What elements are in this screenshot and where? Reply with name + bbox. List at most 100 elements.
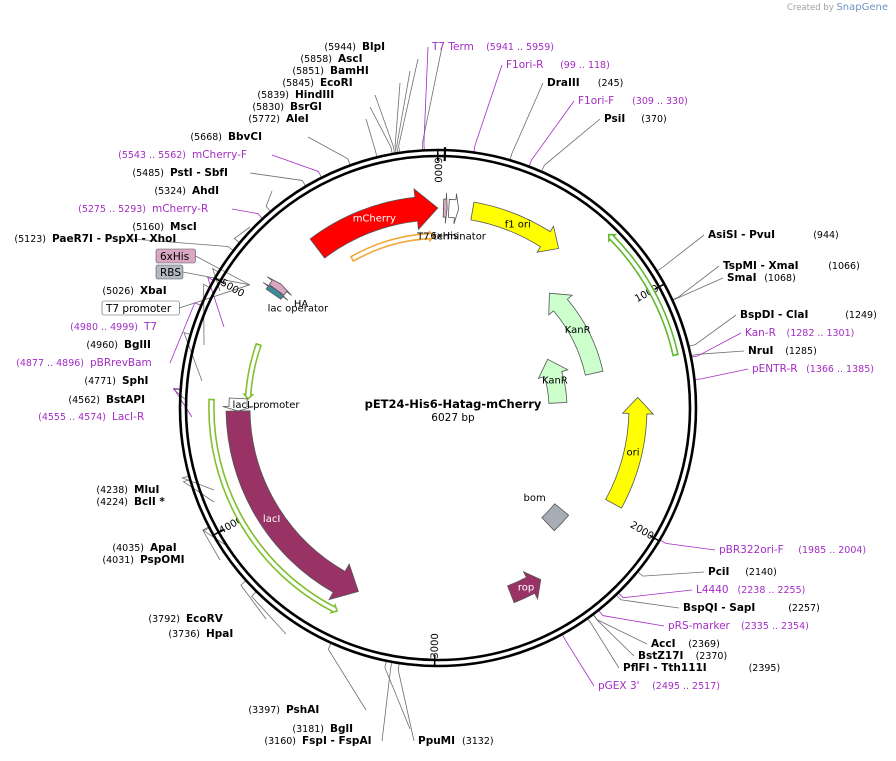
site-draiii-position: (245) <box>598 78 624 89</box>
feature-laci-promoter-label: lacI promoter <box>233 400 301 411</box>
site-nrui[interactable]: NruI(1285) <box>748 345 817 357</box>
feature-lac-operator-arrow[interactable] <box>262 282 289 301</box>
site-mlui[interactable]: MluI(4238) <box>96 484 159 496</box>
feature-laci-promoter-arrow[interactable] <box>222 397 254 412</box>
site-sphi[interactable]: SphI(4771) <box>84 375 148 387</box>
primer-laci-r-name: LacI-R <box>112 411 144 423</box>
primer-mcherry-f[interactable]: mCherry-F(5543 .. 5562) <box>118 149 247 161</box>
primer-pgex-3[interactable]: pGEX 3'(2495 .. 2517) <box>598 680 720 692</box>
primer-pbrrevbam[interactable]: pBRrevBam(4877 .. 4896) <box>16 357 152 369</box>
boxed-label-text: T7 promoter <box>105 303 172 315</box>
primer-pbrrevbam-name: pBRrevBam <box>90 357 152 369</box>
boxed-label-t7-promoter[interactable]: T7 promoter <box>101 300 180 316</box>
feature-mcherry-label: mCherry <box>353 213 396 224</box>
leader-line <box>561 633 595 687</box>
site-pcii[interactable]: PciI(2140) <box>708 566 777 578</box>
primer-l4440[interactable]: L4440(2238 .. 2255) <box>696 584 805 596</box>
site-bsrgi[interactable]: BsrGI(5830) <box>252 101 322 113</box>
site-psti-sbfi[interactable]: PstI - SbfI(5485) <box>132 167 228 179</box>
site-bamhi-name: BamHI <box>330 65 369 77</box>
boxed-label-6xhis[interactable]: 6xHis <box>155 248 196 264</box>
site-hindiii[interactable]: HindIII(5839) <box>257 89 334 101</box>
feature-kanr-arrow[interactable] <box>537 358 569 404</box>
site-ecorv[interactable]: EcoRV(3792) <box>148 613 223 625</box>
center-title: pET24-His6-Hatag-mCherry 6027 bp <box>365 397 542 424</box>
feature-bom-arrow[interactable] <box>541 503 570 532</box>
site-pshai[interactable]: PshAI(3397) <box>248 704 319 716</box>
site-apai[interactable]: ApaI(4035) <box>112 542 176 554</box>
primer-f1ori-r[interactable]: F1ori-R(99 .. 118) <box>506 59 610 71</box>
site-bglii[interactable]: BglII(4960) <box>86 339 151 351</box>
site-smai[interactable]: SmaI(1068) <box>727 272 796 284</box>
feature-6xhis-arrow[interactable] <box>442 192 448 224</box>
site-alei[interactable]: AleI(5772) <box>248 113 308 125</box>
site-asisi-pvui[interactable]: AsiSI - PvuI(944) <box>708 229 839 241</box>
site-bstapi[interactable]: BstAPI(4562) <box>68 394 145 406</box>
primer-mcherry-f-name: mCherry-F <box>192 149 247 161</box>
feature-ha-arrow[interactable] <box>267 276 292 296</box>
site-fspi-fspai[interactable]: FspI - FspAI(3160) <box>264 735 371 747</box>
site-paer7i-pspxi-xhoi[interactable]: PaeR7I - PspXI - XhoI(5123) <box>14 233 176 245</box>
site-bspqi-sapi-position: (2257) <box>788 603 820 614</box>
feature-laci-arrow[interactable] <box>225 410 359 601</box>
site-pspomi[interactable]: PspOMI(4031) <box>102 554 184 566</box>
site-ahdi[interactable]: AhdI(5324) <box>154 185 219 197</box>
feature-rop-arrow[interactable] <box>507 570 542 604</box>
boxed-label-rbs[interactable]: RBS <box>155 264 184 280</box>
leader-line <box>615 594 680 609</box>
site-xbai[interactable]: XbaI(5026) <box>102 285 166 297</box>
site-hpai[interactable]: HpaI(3736) <box>168 628 233 640</box>
site-smai-position: (1068) <box>764 273 796 284</box>
leader-line <box>694 368 749 381</box>
site-ppumi[interactable]: PpuMI(3132) <box>418 735 494 747</box>
site-fspi-fspai-name: FspI - FspAI <box>302 735 372 747</box>
site-paer7i-pspxi-xhoi-position: (5123) <box>14 234 46 245</box>
site-apai-name: ApaI <box>150 542 177 554</box>
site-nrui-position: (1285) <box>785 346 817 357</box>
leader-lines <box>131 46 749 742</box>
primer-laci-r[interactable]: LacI-R(4555 .. 4574) <box>38 411 144 423</box>
leader-line <box>231 208 263 220</box>
site-pflfi-tth111i[interactable]: PflFI - Tth111I(2395) <box>623 662 780 674</box>
site-bgli-position: (3181) <box>292 724 324 735</box>
site-tspmi-xmai[interactable]: TspMI - XmaI(1066) <box>723 260 860 272</box>
site-bspqi-sapi[interactable]: BspQI - SapI (2257) <box>683 602 820 614</box>
leader-line <box>203 283 211 346</box>
primer-f1ori-f[interactable]: F1ori-F(309 .. 330) <box>578 95 688 107</box>
feature-ori-arrow[interactable] <box>605 396 655 509</box>
feature-t7-terminator-arrow[interactable] <box>447 193 460 225</box>
site-bstz17i[interactable]: BstZ17I(2370) <box>638 650 727 662</box>
site-acci[interactable]: AccI(2369) <box>651 638 720 650</box>
site-bcli[interactable]: BclI *(4224) <box>96 496 165 508</box>
primer-t7-name: T7 <box>143 321 157 333</box>
feature-mcherry-arrow[interactable] <box>309 187 439 259</box>
leader-line <box>659 539 716 551</box>
leader-line <box>394 82 401 154</box>
site-draiii[interactable]: DraIII(245) <box>547 77 623 89</box>
site-asci[interactable]: AscI(5858) <box>300 53 362 65</box>
primer-pbr322ori-f[interactable]: pBR322ori-F(1985 .. 2004) <box>719 544 866 556</box>
feature-f1-ori-arrow[interactable] <box>470 201 560 253</box>
site-bamhi[interactable]: BamHI(5851) <box>292 65 368 77</box>
primer-kan-r[interactable]: Kan-R(1282 .. 1301) <box>745 327 854 339</box>
feature-kanr-arrow[interactable] <box>548 292 604 376</box>
site-msci[interactable]: MscI(5160) <box>132 221 196 233</box>
primer-t7-term[interactable]: T7 Term(5941 .. 5959) <box>431 41 554 53</box>
site-psii[interactable]: PsiI(370) <box>604 113 667 125</box>
site-bspdi-clai[interactable]: BspDI - ClaI(1249) <box>740 309 877 321</box>
primer-pentr-r[interactable]: pENTR-R(1366 .. 1385) <box>752 363 874 375</box>
primer-t7[interactable]: T7(4980 .. 4999) <box>70 321 157 333</box>
site-bbvci[interactable]: BbvCI(5668) <box>190 131 262 143</box>
site-bspqi-sapi-name: BspQI - SapI <box>683 602 755 614</box>
site-alei-name: AleI <box>286 113 309 125</box>
site-blpi[interactable]: BlpI(5944) <box>324 41 385 53</box>
primer-l4440-name: L4440 <box>696 584 729 596</box>
annotation-arc <box>349 230 436 263</box>
site-ecori[interactable]: EcoRI(5845) <box>282 77 352 89</box>
leader-line <box>541 118 601 172</box>
primer-prs-marker[interactable]: pRS-marker(2335 .. 2354) <box>668 620 809 632</box>
site-bgli[interactable]: BglI(3181) <box>292 723 353 735</box>
leader-line <box>509 82 544 161</box>
primer-mcherry-r[interactable]: mCherry-R(5275 .. 5293) <box>78 203 208 215</box>
leader-line <box>384 660 411 730</box>
